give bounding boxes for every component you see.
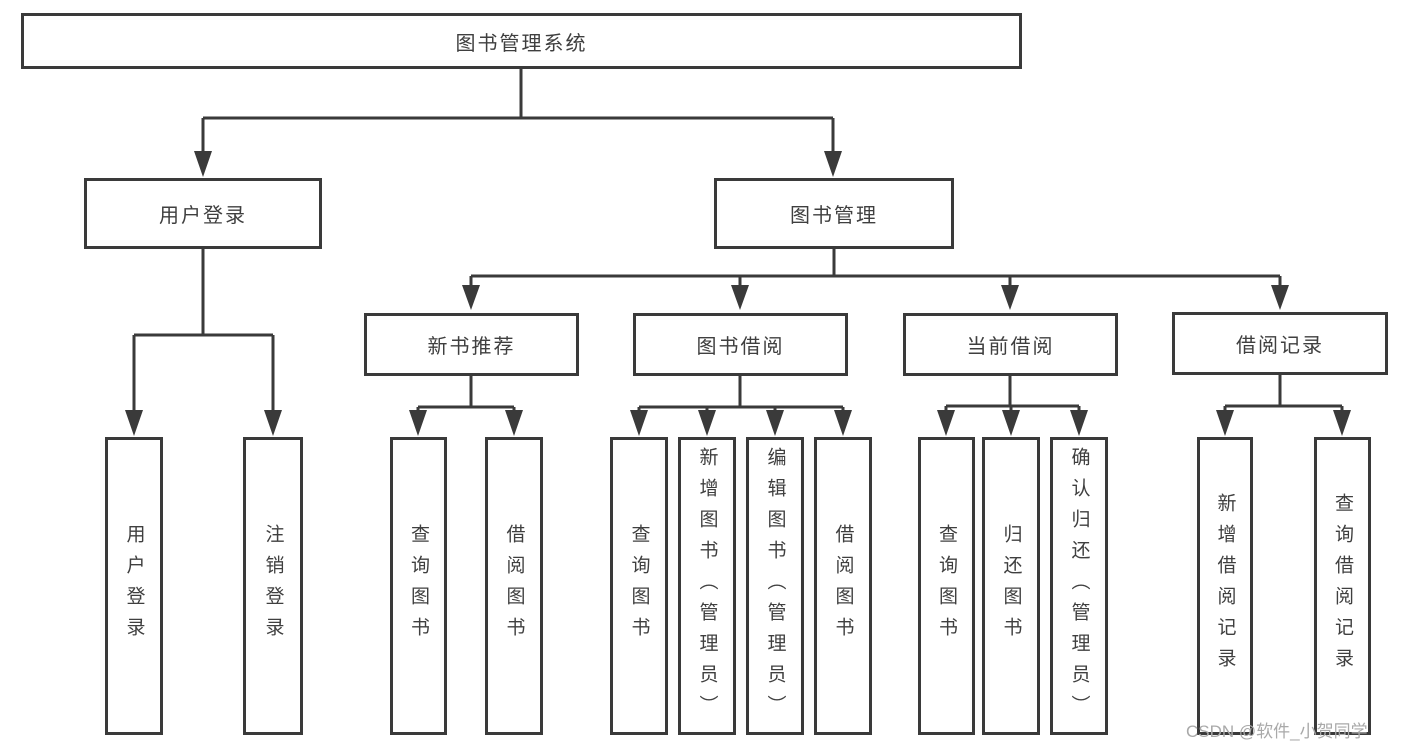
node-label: 查询图书 [408,524,429,648]
leaf-edit-book-admin: 编辑图书（管理员） [746,437,804,735]
node-current-borrowing: 当前借阅 [903,313,1118,376]
arrowheads [125,151,1351,436]
node-label: 查询图书 [628,524,650,648]
node-label: 归还图书 [1000,524,1022,648]
node-library-management-system: 图书管理系统 [21,13,1022,69]
node-label: 图书借阅 [696,336,785,358]
node-book-management: 图书管理 [714,178,954,249]
leaf-borrow-books: 借阅图书 [814,437,872,735]
node-label: 新书推荐 [427,336,516,358]
leaf-confirm-return-admin: 确认归还（管理员） [1050,437,1108,735]
leaf-query-books-borrow: 查询图书 [610,437,668,735]
node-label: 新增图书（管理员） [696,446,718,726]
node-label: 图书管理系统 [455,32,588,55]
node-label: 借阅图书 [503,524,525,648]
leaf-query-books-recommend: 查询图书 [390,437,447,735]
node-borrowing-records: 借阅记录 [1172,312,1388,375]
leaf-query-books-current: 查询图书 [918,437,975,735]
leaf-add-borrow-record: 新增借阅记录 [1197,437,1253,735]
leaf-return-book: 归还图书 [982,437,1040,735]
node-label: 查询借阅记录 [1332,493,1353,679]
node-label: 查询图书 [936,524,957,648]
leaf-borrow-books-recommend: 借阅图书 [485,437,543,735]
node-label: 编辑图书（管理员） [764,446,786,726]
leaf-add-book-admin: 新增图书（管理员） [678,437,736,735]
leaf-logout: 注销登录 [243,437,303,735]
node-label: 用户登录 [123,524,145,648]
node-label: 借阅图书 [832,524,854,648]
node-label: 当前借阅 [966,336,1055,358]
node-label: 新增借阅记录 [1214,493,1236,679]
node-user-login: 用户登录 [84,178,322,249]
node-book-borrowing: 图书借阅 [633,313,848,376]
node-label: 确认归还（管理员） [1068,446,1090,726]
leaf-query-borrow-record: 查询借阅记录 [1314,437,1371,735]
leaf-user-login: 用户登录 [105,437,163,735]
node-label: 图书管理 [790,205,878,227]
node-label: 用户登录 [159,205,247,227]
node-label: 借阅记录 [1236,335,1324,357]
csdn-watermark: CSDN @软件_小贺同学 [1186,722,1368,741]
node-new-book-recommendation: 新书推荐 [364,313,579,376]
node-label: 注销登录 [262,524,284,648]
